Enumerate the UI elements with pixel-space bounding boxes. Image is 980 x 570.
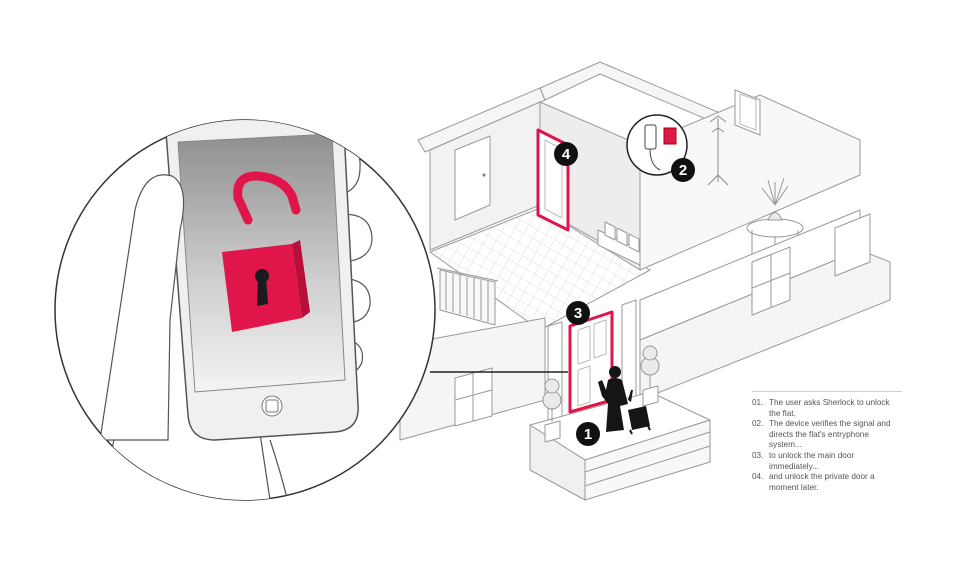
svg-text:2: 2 <box>679 162 687 179</box>
step-number: 02. <box>752 419 764 429</box>
step-number: 04. <box>752 472 764 482</box>
step-number: 01. <box>752 398 764 407</box>
hall-floor <box>429 207 651 331</box>
plant-left <box>542 378 562 443</box>
entryphone-icon <box>644 124 677 171</box>
step-text: The user asks Sherlock to unlock the fla… <box>769 398 890 418</box>
right-facade <box>639 249 891 401</box>
svg-text:3: 3 <box>574 305 582 322</box>
thumb <box>99 174 185 441</box>
step-number: 03. <box>752 450 764 460</box>
step-text: The device verifies the signal and direc… <box>769 419 891 450</box>
steps-legend: 01. The user asks Sherlock to unlock the… <box>752 391 902 493</box>
step-text: and unlock the private door a moment lat… <box>769 472 875 492</box>
step-text: to unlock the main door immediately... <box>769 450 855 471</box>
step-item: 01. The user asks Sherlock to unlock the… <box>752 398 902 419</box>
plant-right <box>640 345 660 407</box>
left-window <box>454 367 493 427</box>
callout-2: 2 <box>671 158 695 182</box>
keyhole-icon <box>255 269 269 306</box>
staircase <box>436 267 499 326</box>
callout-1: 1 <box>576 422 600 446</box>
step-item: 03. to unlock the main door immediately.… <box>752 451 902 472</box>
callout-4: 4 <box>554 142 578 166</box>
back-door <box>454 135 491 221</box>
entryphone-detail <box>626 114 688 176</box>
step-item: 02. The device verifies the signal and d… <box>752 419 902 451</box>
coat-stand-icon <box>707 115 729 186</box>
unlocked-padlock-icon <box>222 171 310 332</box>
mailboxes <box>597 221 641 266</box>
svg-text:1: 1 <box>584 426 592 443</box>
callout-3: 3 <box>566 301 590 325</box>
person-with-suitcase-icon <box>598 366 651 435</box>
step-item: 04. and unlock the private door a moment… <box>752 472 902 493</box>
house-illustration <box>399 61 891 501</box>
phone-detail <box>54 119 436 501</box>
facade-window <box>751 246 791 316</box>
svg-text:4: 4 <box>562 146 571 163</box>
